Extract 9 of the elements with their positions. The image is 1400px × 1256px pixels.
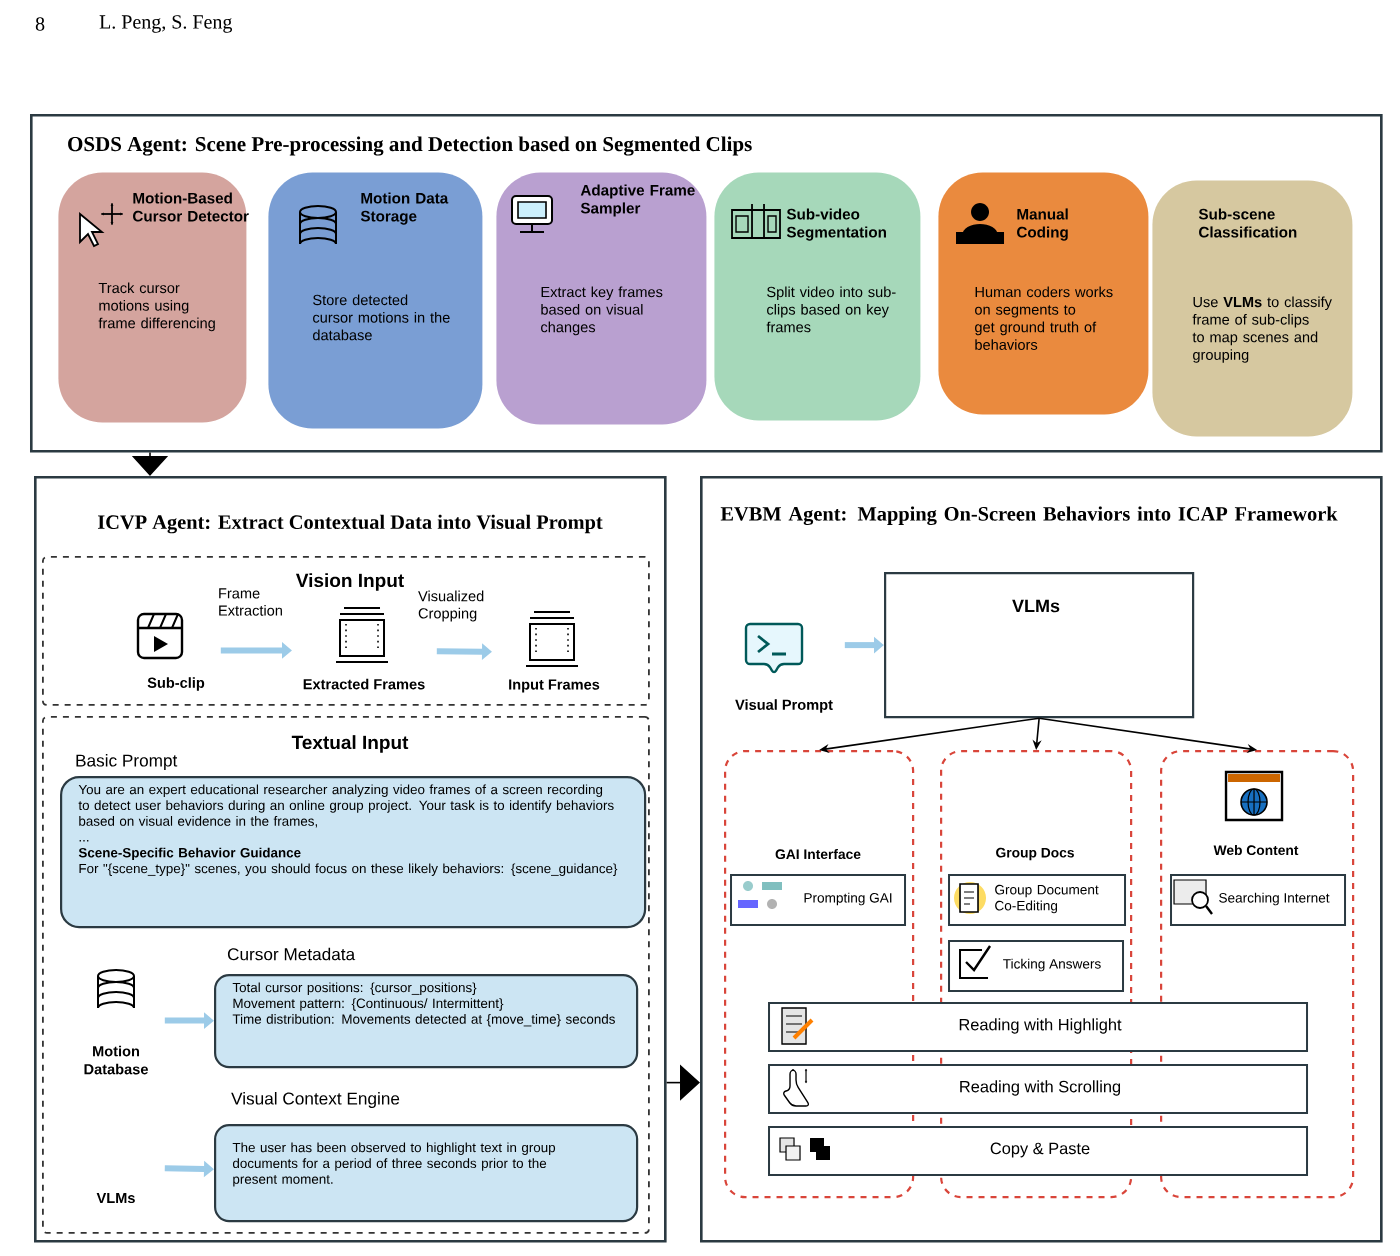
author-names: L. Peng, S. Feng bbox=[99, 15, 233, 33]
node-label: Cursor Metadata bbox=[227, 947, 356, 961]
page-number: 8 bbox=[35, 17, 45, 31]
node-label: Visual Context Engine bbox=[231, 1092, 400, 1109]
behavior-bar: Reading with Scrolling bbox=[768, 1064, 1308, 1114]
behavior-bar: Copy & Paste bbox=[768, 1126, 1308, 1176]
node-label: Basic Prompt bbox=[76, 754, 178, 771]
model-box: VLMs bbox=[884, 572, 1195, 719]
behavior-bar: Reading with Highlight bbox=[768, 1002, 1308, 1052]
